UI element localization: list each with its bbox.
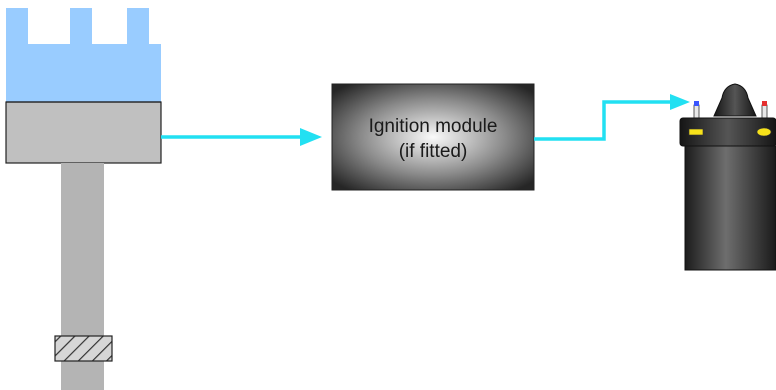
module-label-line1: Ignition module [369, 116, 498, 137]
coil-terminal-positive [761, 104, 768, 120]
distributor-cap-post [127, 8, 149, 48]
coil-body [684, 145, 776, 271]
wire-distributor-to-module [161, 128, 322, 146]
ignition-coil-icon [679, 83, 776, 271]
coil-mount-lug [756, 127, 772, 137]
coil-ht-tower [713, 83, 757, 117]
arrow-right-icon [670, 94, 690, 110]
distributor-cap-post [70, 8, 92, 48]
distributor-cap [6, 44, 161, 102]
distributor-housing [5, 101, 162, 164]
coil-terminal-negative [693, 104, 700, 120]
arrow-right-icon [300, 128, 322, 146]
distributor-drive-gear [54, 335, 113, 362]
ignition-module: Ignition module (if fitted) [331, 83, 535, 191]
distributor-cap-post [6, 8, 28, 48]
module-box [331, 83, 535, 191]
distributor-icon [5, 8, 162, 390]
wire-module-to-coil [534, 94, 690, 141]
coil-mount-lug [688, 128, 704, 136]
module-label-line2: (if fitted) [399, 141, 468, 162]
